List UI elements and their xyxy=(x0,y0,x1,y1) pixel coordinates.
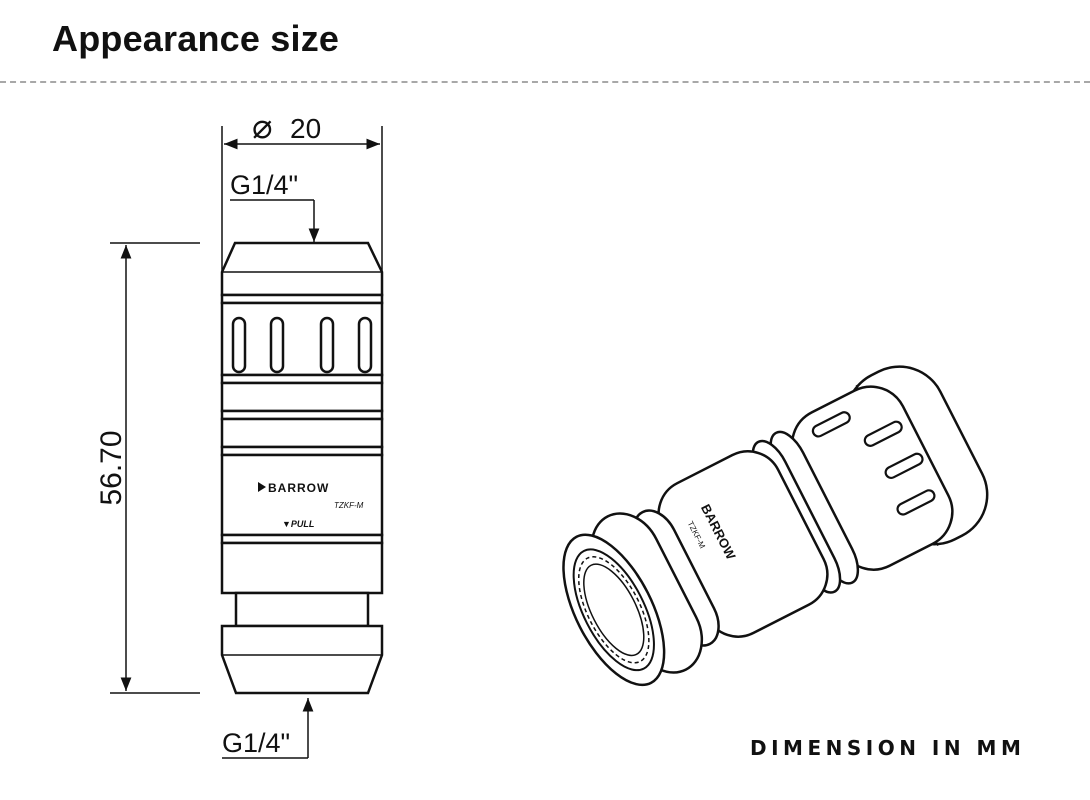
top-thread-leader xyxy=(230,199,320,242)
model-label: TZKF-M xyxy=(334,501,364,510)
length-dimension xyxy=(110,242,200,694)
fitting-front-body xyxy=(220,241,384,695)
iso-grip-slots xyxy=(811,411,936,516)
bottom-thread-leader xyxy=(222,698,314,759)
barrow-logo-icon xyxy=(258,482,266,492)
isometric-view: BARROW TZKF-M xyxy=(562,365,989,687)
iso-bore xyxy=(583,563,645,657)
pull-label: ▼PULL xyxy=(282,519,314,529)
top-thread-label: G1/4" xyxy=(230,170,298,200)
brand-label: BARROW xyxy=(268,481,329,495)
diameter-symbol: ⌀ xyxy=(252,108,272,146)
length-label: 56.70 xyxy=(95,430,128,505)
diameter-value: 20 xyxy=(290,113,321,144)
bottom-thread-label: G1/4" xyxy=(222,728,290,758)
page-title: Appearance size xyxy=(52,18,340,59)
units-note: DIMENSION IN MM xyxy=(750,736,1026,760)
dashed-divider xyxy=(0,81,1090,83)
diameter-dimension xyxy=(221,126,383,272)
grip-slots xyxy=(231,316,373,374)
front-view xyxy=(110,126,384,759)
